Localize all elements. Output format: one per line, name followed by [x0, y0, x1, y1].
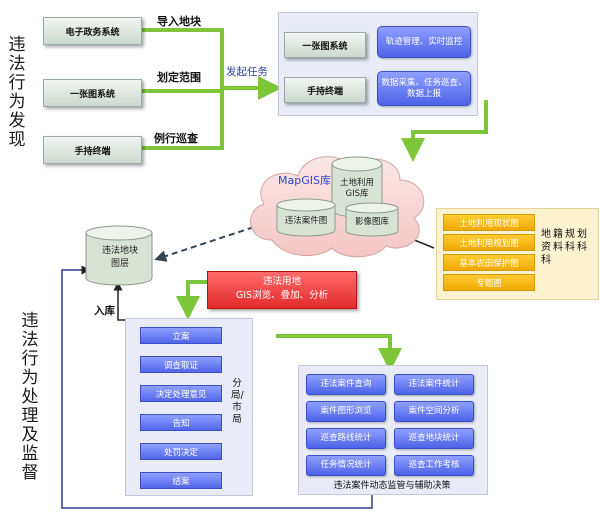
task-onemap-desc: 轨迹管理、实时监控	[377, 26, 471, 58]
image-db-icon	[345, 202, 399, 237]
workflow-step-notify: 告知	[140, 414, 222, 431]
workflow-step-investigate: 调查取证	[140, 356, 222, 373]
gis-analysis-line2: GIS浏览、叠加、分析	[235, 290, 329, 301]
workflow-panel	[125, 318, 253, 496]
map-item-farmland: 基本农田保护图	[443, 254, 535, 271]
workflow-step-penalty: 处罚决定	[140, 443, 222, 460]
decision-caption: 违法案件动态监管与辅助决策	[333, 481, 451, 491]
map-item-planning: 土地利用规划图	[443, 234, 535, 251]
decision-route-stats: 巡查路线统计	[306, 428, 386, 449]
decision-patrol-assessment: 巡查工作考核	[394, 455, 474, 476]
decision-case-graphic-browse: 案件图形浏览	[306, 401, 386, 422]
workflow-side-label: 分局/市局	[231, 378, 244, 425]
action-import: 导入地块	[157, 15, 201, 28]
map-item-current: 土地利用现状图	[443, 214, 535, 231]
action-patrol: 例行巡查	[154, 132, 198, 145]
warehouse-label: 入库	[94, 305, 115, 317]
gis-analysis-box: 违法用地 GIS浏览、叠加、分析	[207, 271, 357, 309]
source-onemap-system: 一张图系统	[43, 79, 142, 107]
source-handheld: 手持终端	[43, 136, 142, 164]
map-item-thematic: 专题图	[443, 274, 535, 291]
decision-plot-stats: 巡查地块统计	[394, 428, 474, 449]
launch-task-label: 发起任务	[226, 66, 268, 78]
task-onemap: 一张图系统	[284, 32, 366, 58]
land-use-db-label: 土地利用GIS库	[339, 178, 374, 199]
maps-side-label: 地籍规划资料科科科	[541, 229, 589, 266]
illegal-layer-label: 违法地块图层	[101, 246, 138, 269]
decision-case-spatial-analysis: 案件空间分析	[394, 401, 474, 422]
gis-analysis-line1: 违法用地	[262, 276, 301, 287]
workflow-step-decide-opinion: 决定处理意见	[140, 385, 222, 402]
decision-case-query: 违法案件查询	[306, 374, 386, 395]
decision-task-stats: 任务情况统计	[306, 455, 386, 476]
workflow-step-register: 立案	[140, 327, 222, 344]
case-map-db-label: 违法案件图	[284, 216, 328, 226]
side-title-handling: 违法行为处理及监督	[21, 311, 39, 483]
illegal-layer-db-icon	[85, 225, 153, 286]
task-handheld: 手持终端	[284, 77, 366, 103]
side-title-discovery: 违法行为发现	[8, 35, 26, 150]
workflow-step-close: 结案	[140, 472, 222, 489]
action-define-range: 划定范围	[157, 71, 201, 84]
image-db-label: 影像图库	[354, 217, 389, 227]
decision-case-stats: 违法案件统计	[394, 374, 474, 395]
case-map-db-icon	[276, 198, 336, 237]
source-egov-system: 电子政务系统	[43, 17, 142, 45]
cloud-title: MapGIS库	[278, 174, 331, 187]
task-handheld-desc: 数据采集、任务巡查、数据上报	[377, 71, 471, 106]
